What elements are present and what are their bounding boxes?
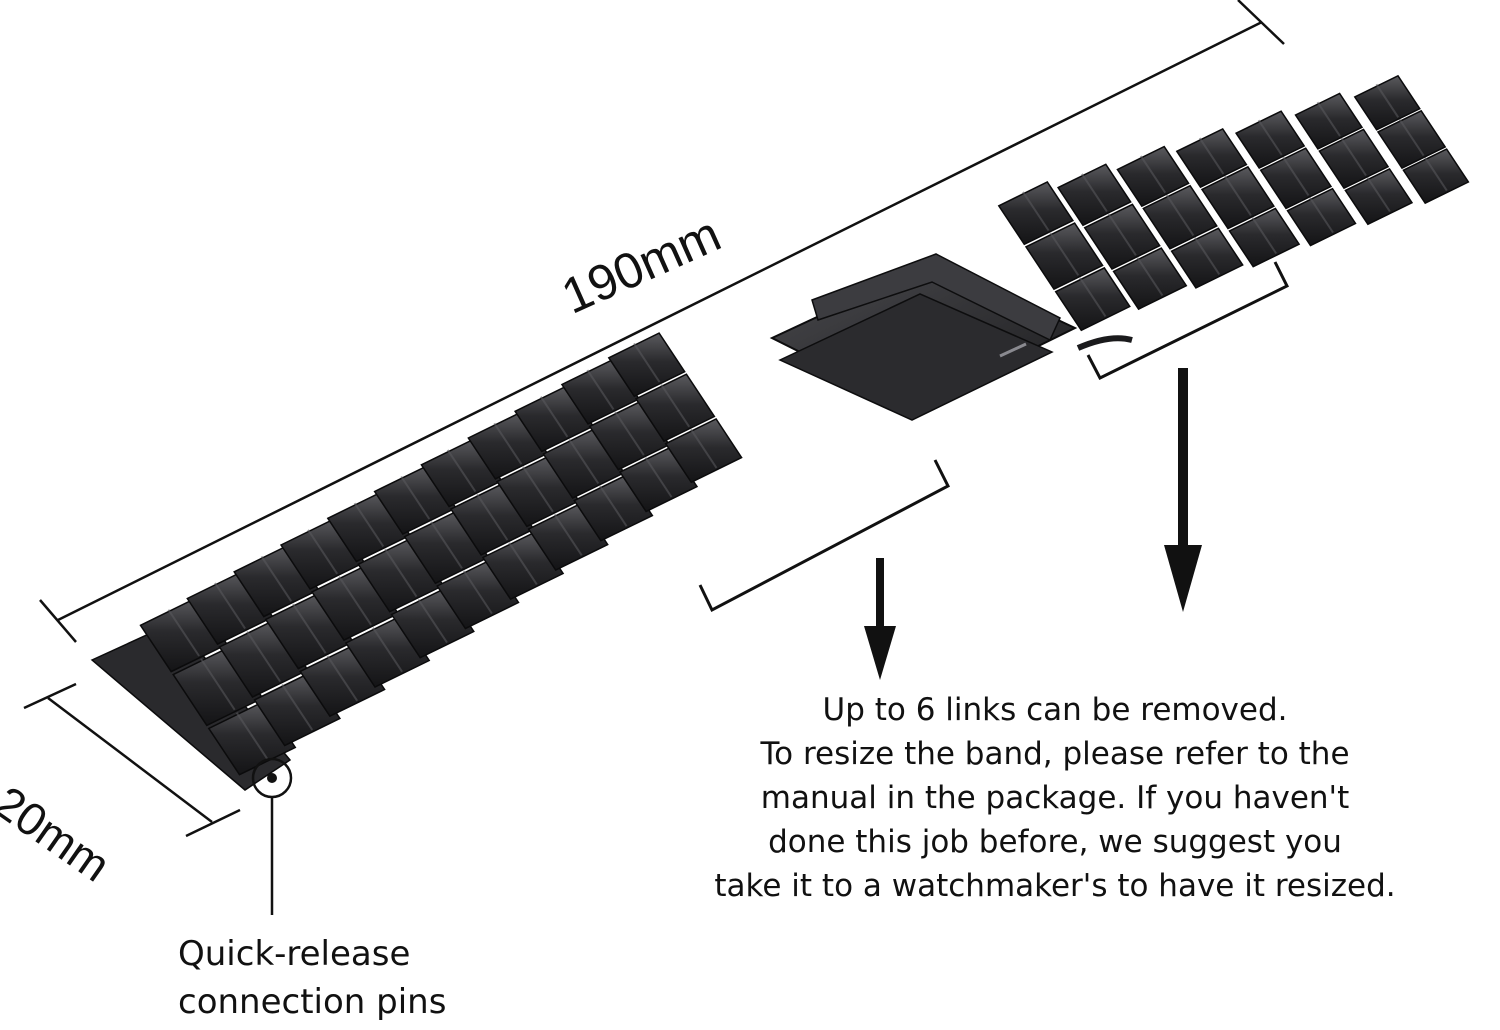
width-dimension-line — [23, 682, 241, 838]
note-line: Up to 6 links can be removed. — [822, 692, 1288, 728]
note-line: manual in the package. If you haven't — [760, 780, 1350, 816]
band-link — [1116, 145, 1244, 289]
band-link — [607, 332, 743, 484]
pins-label-line: Quick-release — [178, 934, 411, 974]
pins-label-line: connection pins — [178, 982, 447, 1022]
removable-links-bracket-left — [698, 459, 950, 613]
band-link — [1057, 163, 1188, 311]
arrow-down-right — [1164, 368, 1202, 612]
removal-note: Up to 6 links can be removed. To resize … — [660, 688, 1450, 908]
band-links — [90, 74, 1470, 791]
arrow-down-left — [864, 558, 896, 680]
band-link — [1235, 110, 1357, 247]
removable-links-bracket-right — [1086, 261, 1290, 380]
band-link — [1294, 92, 1414, 226]
note-line: To resize the band, please refer to the — [760, 736, 1350, 772]
band-link — [1353, 74, 1470, 205]
pins-label: Quick-release connection pins — [178, 930, 446, 1026]
pin-callout — [251, 757, 293, 915]
note-line: done this job before, we suggest you — [768, 824, 1342, 860]
clasp — [769, 253, 1133, 421]
band-link — [997, 181, 1131, 332]
band-link — [1175, 127, 1301, 268]
length-dimension-line — [39, 0, 1285, 643]
band-link — [560, 358, 699, 513]
note-line: take it to a watchmaker's to have it res… — [714, 868, 1396, 904]
